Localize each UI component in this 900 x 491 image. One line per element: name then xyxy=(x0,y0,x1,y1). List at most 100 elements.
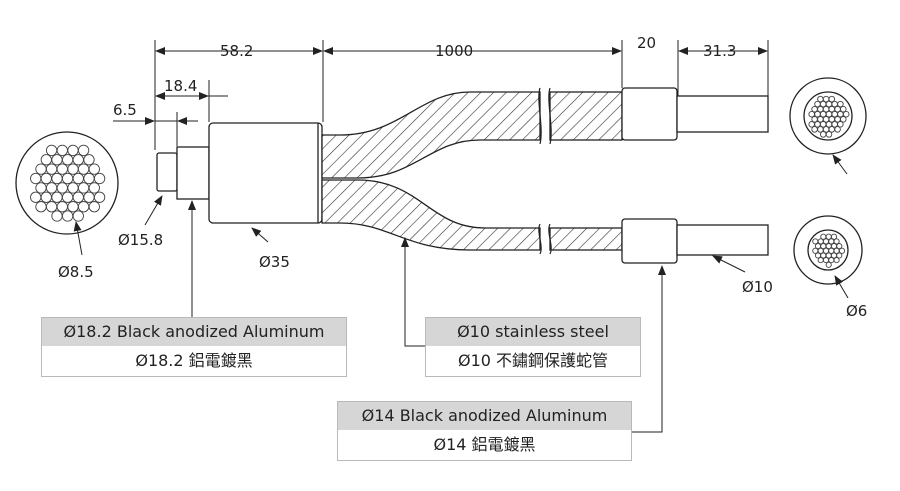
fiber-strand xyxy=(825,100,833,108)
fiber-strand xyxy=(45,182,58,194)
fiber-strand xyxy=(837,100,844,108)
probe-body xyxy=(156,122,323,224)
fiber-strand xyxy=(67,163,79,175)
fiber-strand xyxy=(56,144,68,157)
dim-18-4: 18.4 xyxy=(164,77,197,95)
fiber-strand xyxy=(51,154,63,166)
fiber-strand xyxy=(808,121,815,128)
fiber-bundles xyxy=(30,95,850,268)
fiber-strand xyxy=(45,163,58,175)
fiber-strand xyxy=(837,110,844,118)
fiber-strand xyxy=(833,257,840,264)
fiber-strand xyxy=(61,154,74,166)
break-marks xyxy=(538,87,552,255)
fiber-strand xyxy=(67,201,79,213)
dim-31-3: 31.3 xyxy=(703,42,736,60)
fiber-strand xyxy=(833,238,840,245)
fiber-strand xyxy=(83,191,95,203)
fiber-strand xyxy=(825,261,832,268)
fiber-strand xyxy=(836,252,843,259)
upper-conduit-left xyxy=(321,91,541,179)
fiber-strand xyxy=(77,163,90,175)
probe-neck xyxy=(176,146,210,200)
callout-probe-material: Ø18.2 Black anodized Aluminum Ø18.2 鋁電鍍黑 xyxy=(41,317,347,377)
fiber-strand xyxy=(77,144,90,157)
dimension-labels: 58.2 1000 20 31.3 18.4 6.5 Ø15.8 Ø35 Ø8.… xyxy=(58,34,867,320)
leader-lines xyxy=(73,154,849,433)
dim-1000: 1000 xyxy=(435,42,473,60)
callout-ferrule-en: Ø14 Black anodized Aluminum xyxy=(338,402,631,430)
fiber-strand xyxy=(842,110,850,118)
fiber-strand xyxy=(83,154,95,166)
callout-conduit-en: Ø10 stainless steel xyxy=(426,318,640,346)
fiber-strand xyxy=(45,201,58,213)
upper-ferrule xyxy=(621,87,678,141)
fiber-strand xyxy=(825,131,833,138)
fiber-strand xyxy=(56,201,68,213)
callout-ferrule-material: Ø14 Black anodized Aluminum Ø14 鋁電鍍黑 xyxy=(337,401,632,461)
fiber-strand xyxy=(93,172,106,185)
fiber-strand xyxy=(819,110,827,118)
fiber-strand xyxy=(72,154,84,166)
fiber-strand xyxy=(40,191,52,203)
dim-20: 20 xyxy=(637,34,656,52)
fiber-strand xyxy=(51,210,63,222)
dim-dia-10: Ø10 xyxy=(742,278,773,296)
fiber-strand xyxy=(808,110,815,118)
stainless-conduits xyxy=(321,91,623,251)
fiber-strand xyxy=(831,100,838,108)
fiber-strand xyxy=(811,126,818,133)
fiber-strand xyxy=(814,110,821,118)
fiber-strand xyxy=(72,191,84,203)
fiber-strand xyxy=(45,144,58,157)
fiber-strand xyxy=(817,257,824,264)
fiber-strand xyxy=(61,172,74,185)
fiber-strand xyxy=(834,126,841,133)
fiber-strand xyxy=(35,163,47,175)
fiber-strand xyxy=(819,121,827,128)
callout-probe-zh: Ø18.2 鋁電鍍黑 xyxy=(135,351,253,370)
fiber-strand xyxy=(825,110,833,118)
probe-main-body xyxy=(208,122,323,224)
fiber-strand xyxy=(77,201,90,213)
fiber-strand xyxy=(831,121,838,128)
callout-conduit-zh: Ø10 不鏽鋼保護蛇管 xyxy=(457,351,609,370)
fiber-strand xyxy=(61,210,74,222)
fiber-strand xyxy=(51,191,63,203)
fiber-strand xyxy=(40,172,52,185)
probe-tip xyxy=(156,152,178,192)
dim-dia-35: Ø35 xyxy=(259,253,290,271)
fiber-strand xyxy=(51,172,63,185)
fiber-strand xyxy=(88,201,100,213)
fiber-strand xyxy=(83,172,95,185)
fiber-strand xyxy=(88,182,100,194)
fiber-strand xyxy=(819,131,827,138)
fiber-strand xyxy=(56,182,68,194)
callout-ferrule-zh: Ø14 鋁電鍍黑 xyxy=(433,435,536,454)
fiber-strand xyxy=(831,110,838,118)
callout-conduit-material: Ø10 stainless steel Ø10 不鏽鋼保護蛇管 xyxy=(425,317,641,377)
end-fittings xyxy=(621,87,769,264)
fiber-strand xyxy=(72,172,84,185)
callout-probe-en: Ø18.2 Black anodized Aluminum xyxy=(42,318,346,346)
fiber-strand xyxy=(814,100,821,108)
dim-dia-15-8: Ø15.8 xyxy=(118,231,163,249)
fiber-strand xyxy=(88,163,100,175)
fiber-strand xyxy=(40,154,52,166)
fiber-strand xyxy=(836,243,843,250)
fiber-strand xyxy=(61,191,74,203)
fiber-strand xyxy=(838,247,846,254)
dim-6-5: 6.5 xyxy=(113,101,137,119)
fiber-strand xyxy=(35,201,47,213)
lower-conduit-right xyxy=(549,227,623,251)
fiber-strand xyxy=(77,182,90,194)
lower-cable-end xyxy=(676,224,769,256)
fiber-strand xyxy=(93,191,106,203)
fiber-strand xyxy=(837,121,844,128)
fiber-strand xyxy=(67,182,79,194)
fiber-strand xyxy=(825,121,833,128)
lower-conduit-left xyxy=(321,179,541,251)
fiber-strand xyxy=(819,100,827,108)
